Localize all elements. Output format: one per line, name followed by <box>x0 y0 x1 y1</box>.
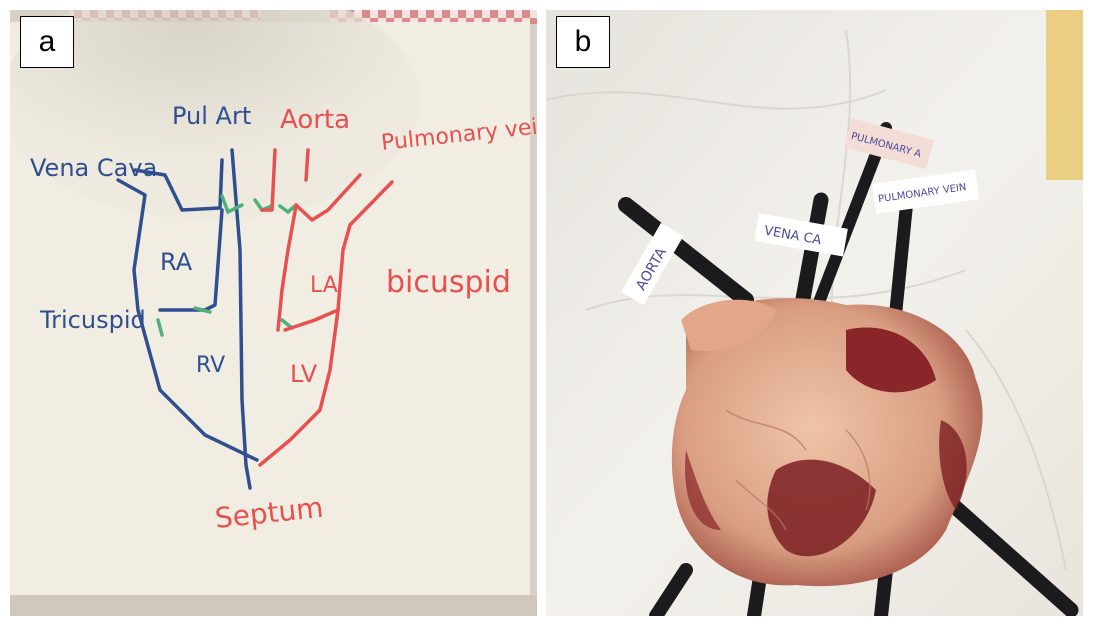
panel-b: AORTA VENA CA PULMONARY A PULMONARY VEIN… <box>546 10 1083 616</box>
panel-letter-a: a <box>20 16 74 68</box>
panel-letter-b: b <box>556 16 610 68</box>
diagram-drawing: Pul Art Aorta Pulmonary vein Vena Cava R… <box>10 10 537 616</box>
heart-photo: AORTA VENA CA PULMONARY A PULMONARY VEIN <box>546 10 1083 616</box>
label-aorta: Aorta <box>280 105 350 135</box>
label-vena-cava: Vena Cava <box>30 154 157 182</box>
label-lv: LV <box>290 360 318 388</box>
label-ra: RA <box>160 248 193 276</box>
label-pul-art: Pul Art <box>172 102 251 130</box>
label-bicuspid: bicuspid <box>386 265 511 300</box>
label-la: LA <box>310 273 338 298</box>
yellow-surface <box>1046 10 1083 180</box>
panel-a: Pul Art Aorta Pulmonary vein Vena Cava R… <box>10 10 537 616</box>
label-tricuspid: Tricuspid <box>39 306 146 334</box>
label-rv: RV <box>196 353 225 378</box>
heart-specimen <box>672 298 983 586</box>
